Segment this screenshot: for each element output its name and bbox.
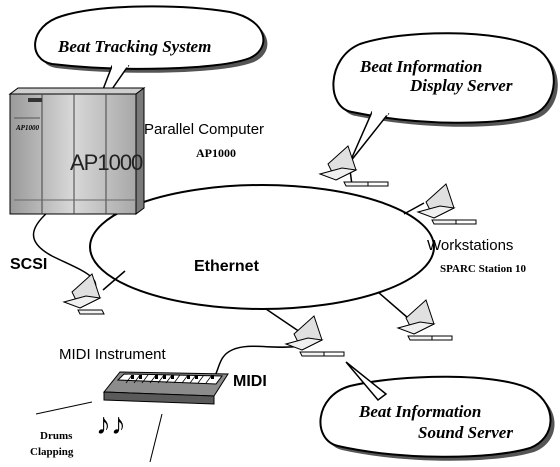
midi-label: MIDI	[233, 373, 267, 390]
workstation-icon-top	[318, 145, 389, 187]
computer-panel-small-label: AP1000	[16, 124, 39, 132]
sound-server-title-line2: Sound Server	[418, 423, 513, 442]
parallel-computer-label: Parallel Computer	[144, 121, 265, 138]
beat-tracking-system-label: Beat Tracking System	[58, 37, 212, 56]
computer-panel-big-label: AP1000	[70, 150, 143, 175]
parallel-computer-icon	[8, 87, 146, 215]
ethernet-label: Ethernet	[194, 258, 259, 275]
workstation-icon-left	[62, 273, 105, 315]
display-server-title-line1: Beat Information	[360, 57, 483, 76]
ethernet-ring	[89, 184, 435, 310]
sparc-station-label: SPARC Station 10	[440, 263, 526, 275]
music-notes-icon: ♪♪	[96, 408, 126, 441]
drums-label: Drums	[40, 430, 73, 442]
scsi-label: SCSI	[10, 256, 48, 273]
clapping-label: Clapping	[30, 446, 74, 458]
workstation-icon-right-upper	[416, 183, 477, 225]
midi-keyboard-icon	[102, 371, 229, 405]
workstation-icon-right-lower	[396, 299, 453, 341]
midi-instrument-label: MIDI Instrument	[59, 346, 166, 363]
workstations-label: Workstations	[427, 237, 514, 254]
display-server-title-line2: Display Server	[410, 76, 513, 95]
display-server-cloud	[332, 32, 558, 163]
ap1000-label: AP1000	[196, 146, 236, 160]
sound-server-title-line1: Beat Information	[359, 402, 482, 421]
sound-server-cloud	[319, 361, 555, 461]
workstation-icon-bottom	[284, 315, 345, 357]
network-links	[102, 169, 425, 333]
sound-lines	[35, 401, 163, 463]
